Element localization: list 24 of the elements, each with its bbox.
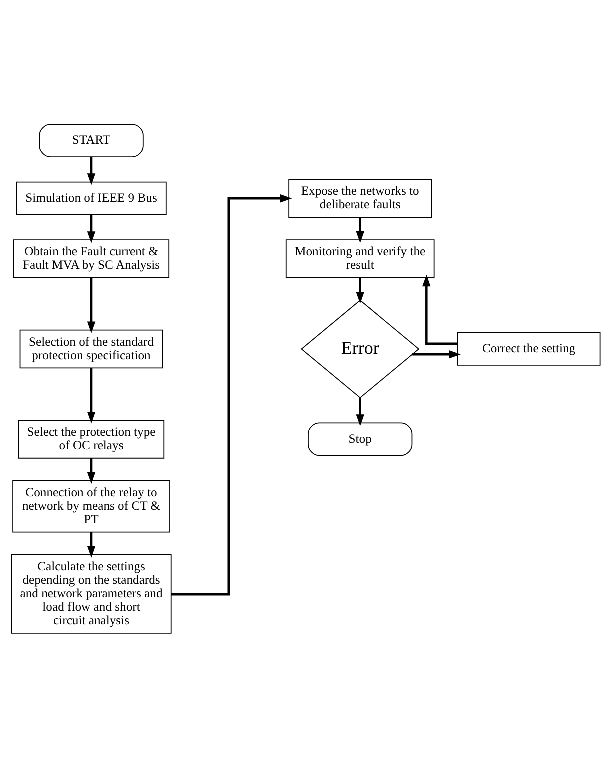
node-box: Selection of the standard protection specification [20,330,164,369]
node-box: Expose the networks to deliberate faults [288,179,432,218]
node-box: START [39,124,144,158]
node-box: Obtain the Fault current & Fault MVA by SC Analysis [14,240,170,278]
arrow [87,215,96,244]
node-box: Calculate the settings depending on the standards and network parameters and load flow and short circuit analysis [11,554,172,634]
node-box: Monitoring and verify the result [286,240,435,278]
arrow [87,157,96,186]
node-box: Connection of the relay to network by means of CT & PT [12,480,170,533]
arrow [356,398,364,426]
arrow [87,458,96,484]
node-box: Select the protection type of OC relays [18,420,165,459]
arrow [356,218,364,244]
arrow [422,274,458,345]
arrow [356,278,364,304]
arrow [171,194,292,596]
node-box: Simulation of IEEE 9 Bus [16,182,167,216]
node-box: Correct the setting [457,332,601,366]
arrow [87,278,96,334]
arrow [412,350,461,359]
node-diamond: Error [301,300,420,399]
arrow [87,368,96,424]
node-box: Stop [308,422,413,456]
arrow [87,532,96,558]
